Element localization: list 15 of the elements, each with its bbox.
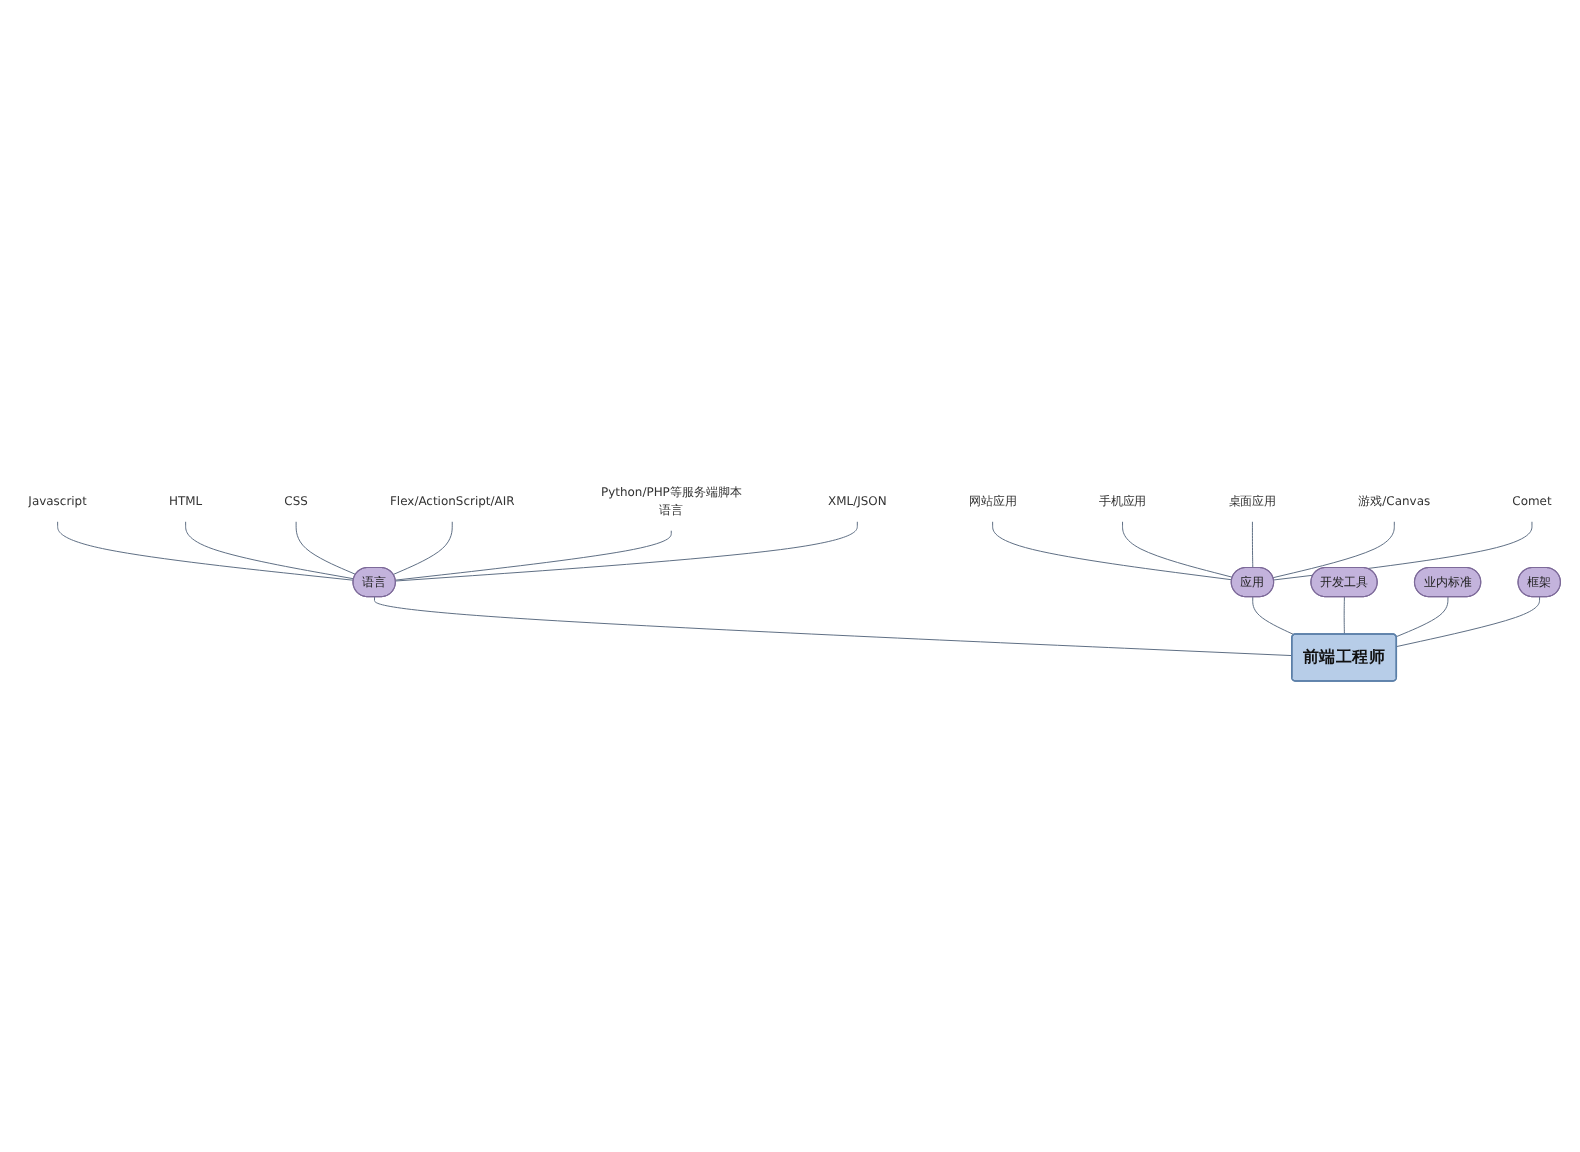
connector (1395, 596, 1449, 637)
connector (1272, 520, 1395, 578)
connector (1252, 596, 1295, 635)
connector (1396, 596, 1541, 647)
connector (392, 520, 453, 575)
connector (395, 529, 672, 581)
connector (374, 596, 1293, 656)
connector (395, 520, 858, 581)
connector (57, 520, 355, 581)
connector (295, 520, 357, 575)
connector (1343, 596, 1345, 635)
connector (1122, 520, 1234, 578)
connector (185, 520, 355, 579)
connector (992, 520, 1233, 580)
connector (1251, 520, 1254, 568)
